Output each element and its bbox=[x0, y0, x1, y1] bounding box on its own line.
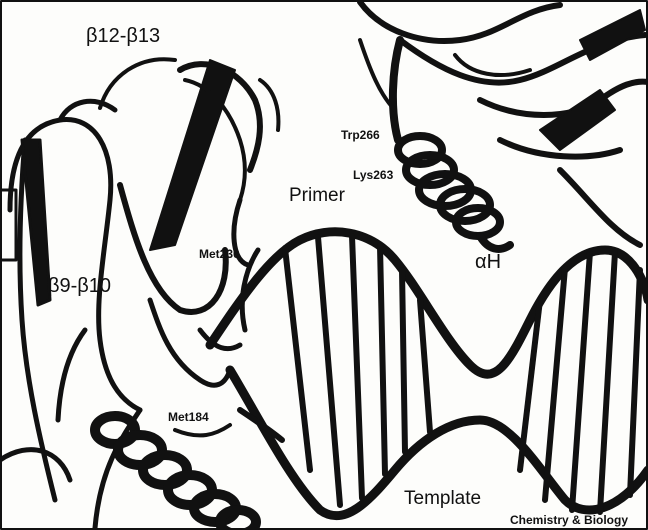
label-template: Template bbox=[404, 489, 481, 508]
beta9-beta10-strands bbox=[0, 101, 140, 528]
label-lys263: Lys263 bbox=[353, 169, 393, 181]
label-primer: Primer bbox=[289, 186, 345, 205]
dna-base-pairs bbox=[285, 236, 640, 512]
met230-loop bbox=[150, 250, 258, 385]
label-beta9-beta10: β9-β10 bbox=[48, 276, 111, 296]
journal-credit: Chemistry & Biology bbox=[510, 514, 628, 526]
lower-left-helix bbox=[95, 416, 256, 530]
label-met184: Met184 bbox=[168, 411, 209, 423]
beta12-beta13-hairpin bbox=[100, 59, 278, 312]
label-trp266: Trp266 bbox=[341, 129, 380, 141]
label-alpha-h: αH bbox=[475, 252, 501, 272]
met184-sidechain bbox=[240, 410, 282, 440]
label-met230: Met230 bbox=[199, 248, 240, 260]
left-edge-sheet bbox=[2, 140, 50, 305]
met184-loop bbox=[175, 425, 230, 435]
label-beta12-beta13: β12-β13 bbox=[86, 26, 160, 46]
